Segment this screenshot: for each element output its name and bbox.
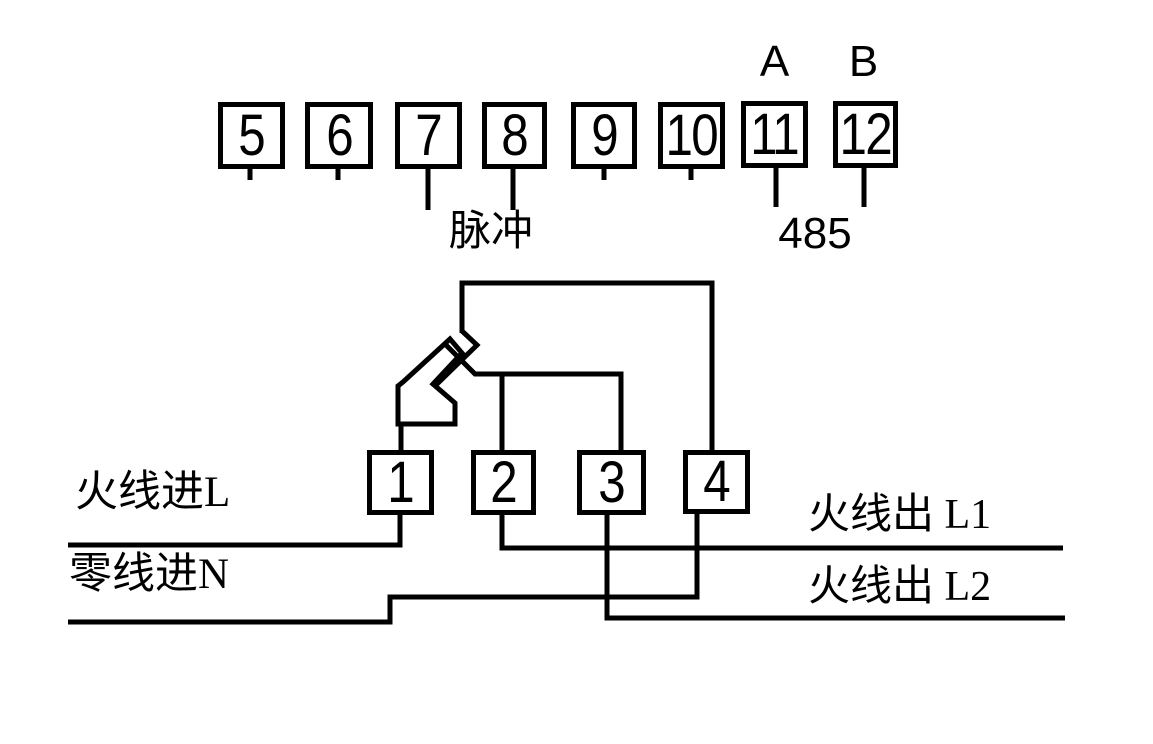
pulse-label: 脉冲 (448, 209, 533, 255)
voltage-link-arrow-icon (395, 335, 466, 427)
terminal-box-3: 3 (577, 450, 646, 515)
live-out-l1-label: 火线出 L1 (808, 492, 992, 538)
live-out-l2-wire (604, 515, 1065, 621)
terminal-number: 10 (665, 102, 719, 168)
terminal-number: 11 (750, 101, 800, 167)
bus-485-label: 485 (778, 209, 852, 258)
live-out-l2-label: 火线出 L2 (808, 564, 992, 610)
terminal-number: 3 (598, 449, 626, 515)
live-in-wire (68, 515, 403, 548)
terminal-number: 8 (501, 102, 529, 168)
terminal-box-1: 1 (367, 450, 434, 515)
terminal-number: 6 (326, 102, 353, 168)
terminal-box-9: 9 (571, 102, 637, 169)
voltage-top-wire (459, 280, 715, 450)
live-out-l1-wire (499, 515, 1063, 551)
terminal-number: 2 (490, 449, 518, 515)
terminal-number: 7 (415, 102, 443, 168)
terminal-box-7: 7 (395, 102, 462, 169)
terminal-box-2: 2 (471, 450, 536, 515)
terminal-box-4: 4 (683, 450, 750, 514)
live-in-label: 火线进L (75, 469, 231, 516)
neutral-in-wire (68, 513, 700, 625)
terminal-box-6: 6 (305, 102, 373, 169)
terminal-box-11: 11 (741, 101, 808, 168)
voltage-link-hook-wire (434, 329, 481, 387)
port-a-label: A (759, 37, 790, 86)
terminal-number: 9 (591, 102, 618, 168)
branch-wire-terminal3 (443, 342, 624, 450)
terminal-number: 12 (839, 101, 893, 167)
terminal-box-10: 10 (658, 102, 725, 169)
terminal-box-8: 8 (482, 102, 547, 169)
port-b-label: B (848, 37, 879, 86)
terminal-box-12: 12 (833, 101, 898, 168)
terminal-number: 5 (238, 102, 266, 168)
terminal-number: 1 (387, 449, 415, 515)
neutral-in-label: 零线进N (69, 551, 230, 598)
terminal-box-5: 5 (218, 102, 285, 169)
terminal-number: 4 (703, 449, 731, 514)
